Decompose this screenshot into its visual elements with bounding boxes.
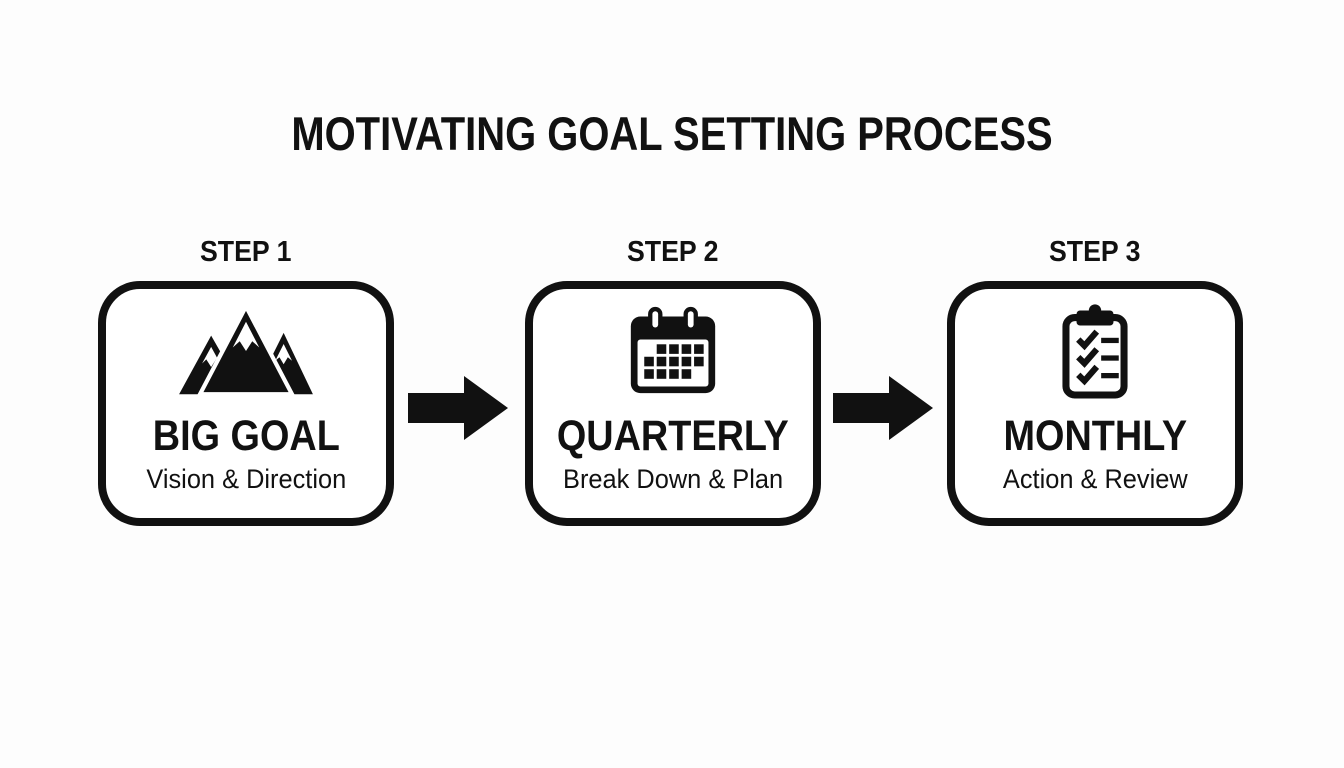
step-2-label: STEP 2 (627, 236, 719, 268)
step-3-heading: MONTHLY (1003, 412, 1187, 460)
step-2-subheading: Break Down & Plan (562, 464, 784, 494)
step-3-group: STEP 3 (947, 236, 1243, 526)
clipboard-checklist-icon (1051, 303, 1139, 399)
mountains-icon-graphic (179, 305, 313, 397)
arrow-right-icon (833, 374, 933, 442)
calendar-icon (625, 303, 721, 399)
mountains-icon (172, 303, 320, 399)
step-2-box: QUARTERLY Break Down & Plan (525, 281, 821, 526)
step-1-box: BIG GOAL Vision & Direction (98, 281, 394, 526)
step-1-label: STEP 1 (200, 236, 292, 268)
step-2-group: STEP 2 (525, 236, 821, 526)
step-1-heading: BIG GOAL (152, 412, 340, 460)
step-3-label: STEP 3 (1049, 236, 1141, 268)
step-1-subheading: Vision & Direction (146, 464, 346, 494)
clipboard-checklist-icon-graphic (1062, 304, 1128, 399)
diagram-title: MOTIVATING GOAL SETTING PROCESS (291, 107, 1053, 160)
arrow-right-icon (408, 374, 508, 442)
step-2-heading: QUARTERLY (557, 412, 789, 460)
step-1-group: STEP 1 BIG GOAL Vision & Direction (98, 236, 394, 526)
calendar-icon-graphic (630, 306, 716, 394)
step-3-box: MONTHLY Action & Review (947, 281, 1243, 526)
step-3-subheading: Action & Review (1002, 464, 1188, 494)
